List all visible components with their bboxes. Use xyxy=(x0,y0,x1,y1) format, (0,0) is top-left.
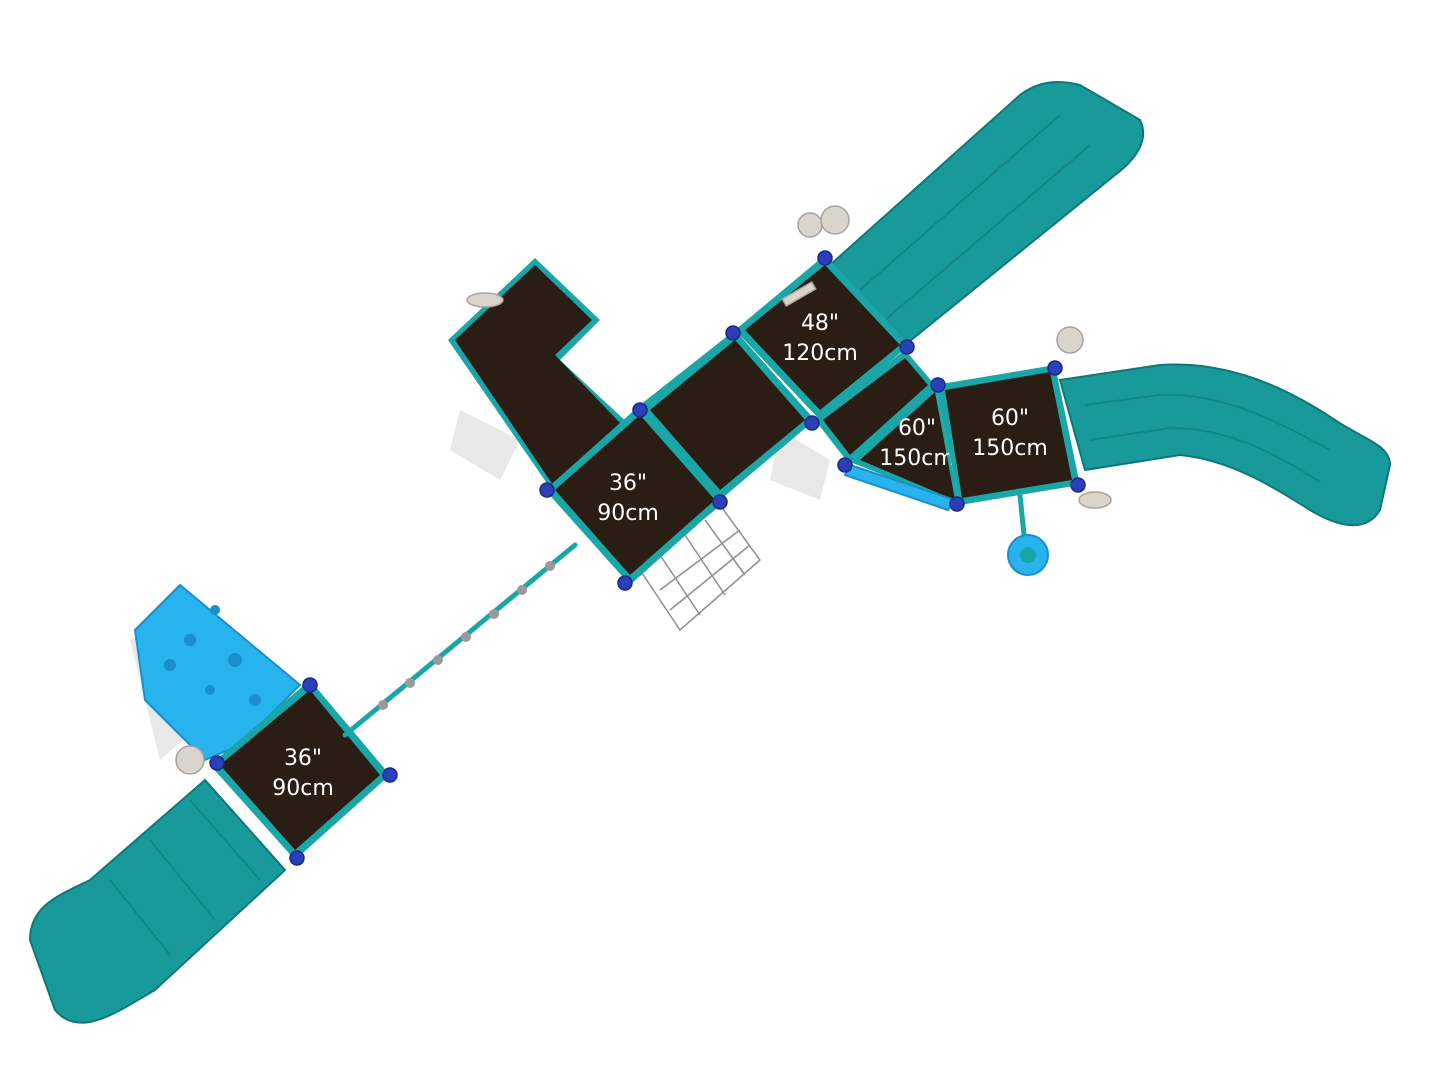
climbing-wall xyxy=(133,583,302,762)
deck-36-left: 36" 90cm xyxy=(210,680,390,860)
deck-60-a-height-in: 60" xyxy=(898,416,936,441)
deck-48-height-cm: 120cm xyxy=(782,341,858,366)
deck-60-b-height-in: 60" xyxy=(991,406,1029,431)
deck-48-height-in: 48" xyxy=(801,311,839,336)
deck-36-left-height-in: 36" xyxy=(284,746,322,771)
step-deck xyxy=(448,258,630,495)
deck-36-center-height-cm: 90cm xyxy=(597,501,659,526)
transition-deck xyxy=(815,350,935,465)
deck-60-b-height-cm: 150cm xyxy=(972,436,1048,461)
deck-36-center-height-in: 36" xyxy=(609,471,647,496)
slide-upper-right xyxy=(828,81,1145,347)
deck-60-b: 60" 150cm xyxy=(935,365,1080,505)
deck-60-a-height-cm: 150cm xyxy=(879,446,955,471)
horizontal-ladder xyxy=(342,542,578,738)
accessory-items xyxy=(175,205,1112,775)
deck-36-left-height-cm: 90cm xyxy=(272,776,334,801)
bridge-walkway xyxy=(640,330,815,500)
slide-lower-left xyxy=(28,778,287,1024)
deck-60-a: 60" 150cm xyxy=(843,385,960,512)
clamps xyxy=(209,250,1086,866)
deck-48: 48" 120cm xyxy=(735,255,910,420)
slide-curved-right xyxy=(1058,363,1392,527)
spinner-seat xyxy=(1007,492,1049,576)
